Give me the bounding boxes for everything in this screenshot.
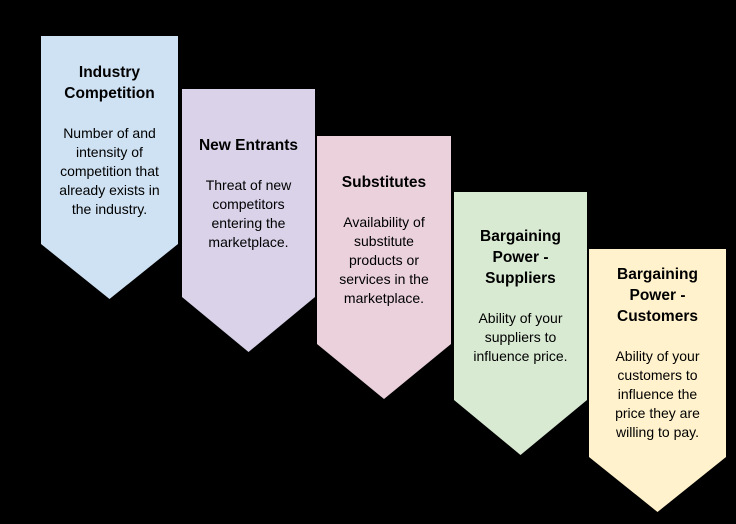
banner-body-industry-competition: Number of and intensity of competition t… — [59, 124, 160, 217]
banner-content: Substitutes Availability of substitute p… — [339, 172, 428, 308]
banner-content: New Entrants Threat of new competitors e… — [199, 135, 298, 252]
banner-body-bargaining-power-customers: Ability of your customers to influence t… — [615, 348, 700, 440]
banner-substitutes: Substitutes Availability of substitute p… — [317, 136, 451, 399]
banner-title-bargaining-power-customers: Bargaining Power - Customers — [617, 266, 698, 325]
banner-title-bargaining-power-suppliers: Bargaining Power - Suppliers — [480, 228, 561, 287]
banner-content: Industry Competition Number of and inten… — [59, 62, 159, 219]
banner-bargaining-power-suppliers: Bargaining Power - Suppliers Ability of … — [454, 192, 587, 455]
banner-body-bargaining-power-suppliers: Ability of your suppliers to influence p… — [473, 310, 568, 364]
banner-new-entrants: New Entrants Threat of new competitors e… — [182, 89, 315, 352]
banner-bargaining-power-customers: Bargaining Power - Customers Ability of … — [589, 249, 726, 512]
banner-title-substitutes: Substitutes — [341, 174, 427, 191]
banner-body-new-entrants: Threat of new competitors entering the m… — [205, 176, 292, 250]
banner-title-new-entrants: New Entrants — [198, 136, 299, 154]
banner-content: Bargaining Power - Customers Ability of … — [615, 264, 700, 442]
banner-content: Bargaining Power - Suppliers Ability of … — [473, 226, 567, 366]
banner-title-industry-competition: Industry Competition — [64, 63, 155, 102]
banner-body-substitutes: Availability of substitute products or s… — [339, 214, 429, 306]
banner-industry-competition: Industry Competition Number of and inten… — [41, 36, 178, 299]
